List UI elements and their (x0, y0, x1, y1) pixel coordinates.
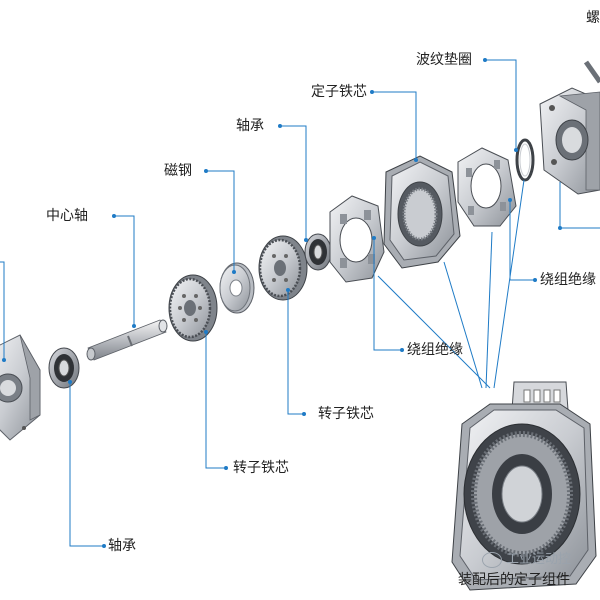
label-assembled-stator: 装配后的定子组件 (458, 572, 570, 588)
label-winding-insulation-mid: 绕组绝缘 (407, 342, 463, 358)
label-magnet: 磁钢 (164, 163, 192, 179)
center-shaft (86, 319, 168, 361)
callout-lines (0, 59, 600, 547)
callout-dots (2, 58, 562, 548)
assembled-stator (451, 381, 597, 591)
stator-core (383, 155, 461, 269)
rotor-core-lower (168, 274, 218, 342)
label-center-shaft: 中心轴 (46, 208, 88, 224)
label-rotor-core-upper: 转子铁芯 (318, 406, 374, 422)
rear-end-cap (539, 87, 600, 195)
watermark: 工业运动控 (482, 548, 571, 568)
watermark-text: 工业运动控 (506, 552, 572, 567)
magnet-disc (219, 262, 255, 314)
wechat-icon (482, 551, 502, 568)
winding-insulation-mid (329, 195, 385, 283)
label-wave-washer: 波纹垫圈 (416, 52, 472, 68)
rotor-core-upper (258, 235, 308, 301)
bearing-top (304, 233, 332, 271)
label-rotor-core-lower: 转子铁芯 (233, 460, 289, 476)
winding-insulation-right (457, 147, 517, 227)
label-bearing-top: 轴承 (236, 118, 264, 134)
bearing-bottom (48, 347, 80, 389)
label-winding-insulation-right: 绕组绝缘 (540, 272, 596, 288)
label-stator-core: 定子铁芯 (311, 84, 367, 100)
wave-washer (515, 138, 535, 182)
label-bearing-bottom: 轴承 (108, 538, 136, 554)
label-screw: 螺 (586, 10, 600, 26)
front-end-cap (0, 334, 41, 441)
screw (583, 60, 600, 84)
